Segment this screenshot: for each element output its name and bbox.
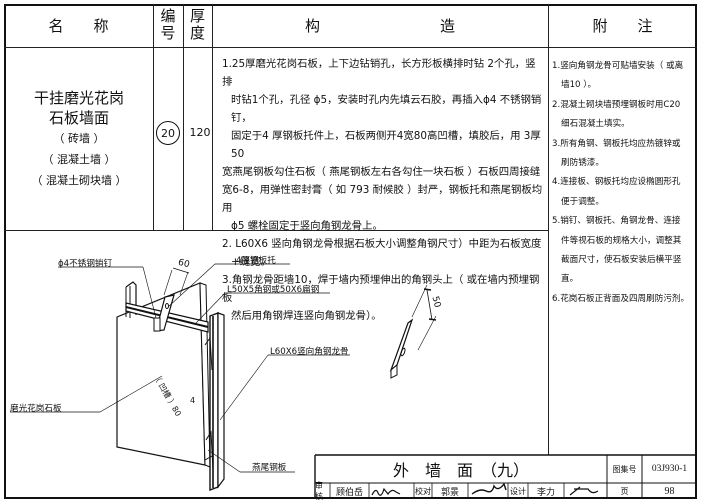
col-divider-number: [183, 4, 184, 230]
col-divider-name: [153, 4, 154, 230]
bracket-detail-slot: [400, 347, 406, 357]
notes-text: 1.竖向角钢龙骨可贴墙安装（ 或离 墙10 ）。 2.混凝土砌块墙预埋钢板时用C…: [552, 57, 694, 309]
review-label: 审核: [315, 481, 323, 501]
label-dovetail-plate: 燕尾钢板: [252, 463, 287, 473]
stainless-pin: [153, 317, 161, 332]
header-notes-label: 附 注: [592, 16, 653, 35]
construction-line: 宽燕尾钢板勾住石板（ 燕尾钢板左右各勾住一块石板 ）石板四周接缝: [222, 166, 541, 178]
item-thickness: 120: [189, 126, 211, 139]
note-line: 刷防锈漆。: [561, 158, 604, 169]
dim-50-line: [426, 289, 433, 321]
item-wall-type: （ 混凝土墙 ）: [42, 152, 116, 166]
reviewer-signature: [371, 487, 401, 496]
dovetail-plate: [204, 336, 213, 371]
header-construction: 构 造: [212, 4, 548, 46]
item-name: 干挂磨光花岗 石板墙面 （ 砖墙 ） （ 混凝土墙 ） （ 混凝土砌块墙 ）: [4, 48, 154, 230]
construction-line: 2. L60X6 竖向角钢龙骨根据石板大小调整角钢尺寸）中距为石板宽度: [222, 238, 542, 250]
design-label: 设计: [510, 486, 526, 496]
vertical-keel-front: [209, 311, 219, 492]
note-line: 细石混凝土填实。: [561, 119, 630, 130]
label-steel-bracket: 4厚钢板托: [236, 256, 276, 266]
note-line: 便于调整。: [561, 196, 604, 207]
item-wall-type: （ 砖墙 ）: [53, 131, 105, 145]
designer-name: 李力: [536, 487, 555, 498]
checker-signature: [471, 482, 507, 495]
reviewer-name: 顾伯岳: [335, 487, 363, 498]
construction-text: 1.25厚磨光花岗石板，上下边钻销孔，长方形板横排时钻 2个孔，竖排 时钻1个孔…: [222, 55, 544, 325]
header-thickness-label-1: 厚: [189, 7, 205, 25]
atlas-number-label: 图集号: [612, 464, 637, 474]
construction-line: 固定于4 厚钢板托件上，石板两侧开4宽80高凹槽，填胶后，用 3厚50: [231, 130, 541, 160]
label-stainless-pin: ϕ4不锈钢销钉: [58, 259, 113, 269]
note-line: 件等视石板的规格大小，调整其: [561, 235, 682, 246]
note-line: 3.所有角钢、钢板托均应热镀锌或: [552, 138, 681, 149]
sheet-title: 外 墙 面 （九）: [392, 461, 529, 480]
construction-line: ϕ5 螺栓固定于竖向角钢龙骨上。: [231, 220, 383, 232]
header-thickness: 厚 度: [183, 4, 212, 46]
item-number: 20: [161, 126, 175, 140]
label-horizontal-angle: L50X5角钢或50X6扁钢: [227, 285, 320, 295]
header-name-label: 名 称: [48, 16, 109, 35]
drawing-frame: [4, 4, 697, 499]
designer-signature: [569, 486, 599, 496]
construction-line: +缝宽。: [231, 256, 271, 268]
atlas-number: 03J930-1: [651, 464, 688, 474]
note-line: 6.花岗石板正背面及四周刷防污剂。: [552, 293, 690, 304]
note-line: 2.混凝土砌块墙预埋钢板时用C20: [552, 99, 681, 110]
header-notes: 附 注: [548, 4, 697, 46]
dovetail-plate-lower: [205, 430, 214, 471]
construction-line: 然后用角钢焊连竖向角钢龙骨）。: [231, 310, 382, 322]
construction-line: 3.角钢龙骨距墙10，焊于墙内预埋伸出的角钢头上（ 或在墙内预埋钢板: [222, 274, 540, 304]
item-name-line: 石板墙面: [48, 108, 109, 127]
item-wall-type: （ 混凝土砌块墙 ）: [31, 173, 127, 187]
bracket-hole: [165, 303, 169, 309]
item-name-line: 干挂磨光花岗: [33, 88, 124, 107]
construction-line: 时钻1个孔，孔径 ϕ5，安装时孔内先填云石胶，再插入ϕ4 不锈钢销钉，: [231, 94, 542, 124]
label-groove-width: 4: [190, 396, 196, 405]
header-number-label-2: 号: [160, 24, 176, 42]
note-line: 截面尺寸，使石板安装后横平竖: [561, 255, 682, 266]
note-line: 4.连接板、钢板托均应设椭圆形孔: [552, 177, 681, 188]
dim-60-ext2: [179, 271, 189, 296]
bracket-detail: [389, 318, 414, 372]
left-vertical-angle: [125, 281, 137, 315]
dim-60-ext1: [163, 269, 173, 296]
header-divider: [4, 47, 697, 48]
note-line: 1.竖向角钢龙骨可贴墙安装（ 或离: [552, 61, 684, 71]
header-number-label-1: 编: [160, 7, 176, 25]
page-label: 页: [620, 486, 629, 496]
check-label: 校对: [415, 486, 431, 496]
header-name: 名 称: [4, 4, 153, 46]
col-divider-notes: [548, 4, 549, 455]
header-thickness-label-2: 度: [189, 24, 205, 42]
note-line: 直。: [561, 274, 579, 285]
label-vertical-keel: L60X6竖向角钢龙骨: [270, 347, 349, 357]
label-granite-panel: 磨光花岗石板: [10, 404, 62, 414]
construction-line: 宽6-8，用弹性密封膏（ 如 793 耐候胶 ）封严，钢板托和燕尾钢板均用: [222, 184, 543, 214]
header-construction-label: 构 造: [304, 16, 455, 35]
dim-60-line: [172, 267, 190, 274]
row-divider: [4, 230, 549, 231]
dim-50-ext1: [411, 284, 428, 318]
note-line: 5.销钉、钢板托、角钢龙骨、连接: [552, 216, 681, 227]
item-number-badge: 20: [156, 121, 180, 145]
dim-50-ext2: [417, 315, 437, 351]
construction-line: 1.25厚磨光花岗石板，上下边钻销孔，长方形板横排时钻 2个孔，竖排: [222, 58, 536, 88]
checker-name: 郭景: [440, 487, 459, 498]
vertical-keel-web: [217, 312, 225, 489]
page-number: 98: [664, 485, 675, 497]
note-line: 墙10 ）。: [561, 80, 597, 91]
col-divider-thickness: [212, 4, 213, 230]
header-number: 编 号: [153, 4, 183, 46]
